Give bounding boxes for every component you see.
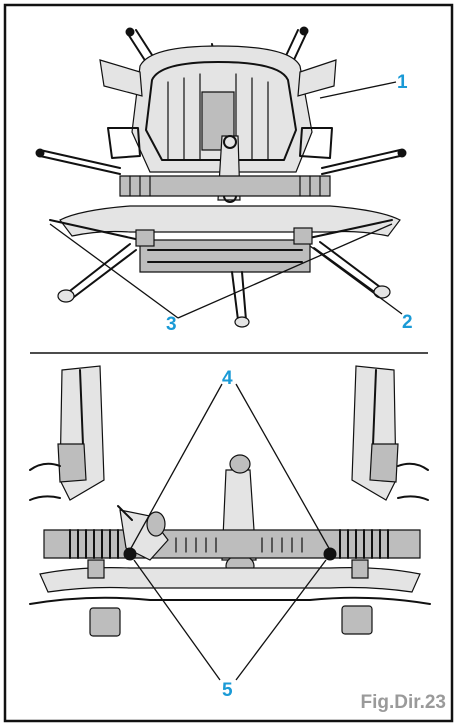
leader-4b bbox=[235, 383, 331, 551]
leader-3a bbox=[49, 223, 179, 319]
callout-3: 3 bbox=[166, 314, 177, 335]
leader-1 bbox=[319, 81, 397, 99]
callout-1: 1 bbox=[397, 72, 408, 93]
callout-5: 5 bbox=[222, 680, 233, 701]
bottom-illustration bbox=[29, 365, 431, 637]
callout-2: 2 bbox=[402, 312, 413, 333]
leader-5b bbox=[235, 559, 327, 681]
leader-2 bbox=[309, 245, 403, 315]
leader-3b bbox=[177, 223, 393, 319]
top-illustration bbox=[35, 26, 407, 328]
callout-4: 4 bbox=[222, 368, 233, 389]
leader-5a bbox=[133, 559, 221, 681]
figure-frame bbox=[3, 3, 454, 723]
leader-4a bbox=[129, 383, 223, 551]
figure-caption: Fig.Dir.23 bbox=[360, 692, 446, 713]
